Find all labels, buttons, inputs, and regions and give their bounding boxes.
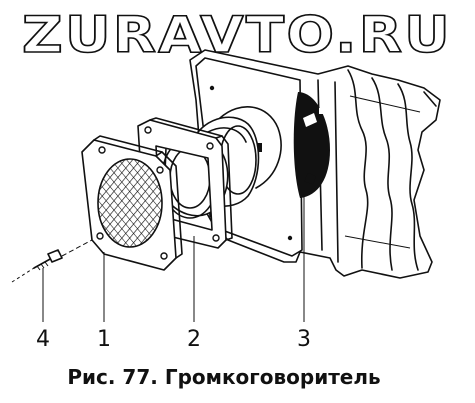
leader-lines [42, 186, 305, 322]
door-panel [189, 49, 441, 279]
callout-label-panel: 3 [297, 327, 311, 352]
mounting-screw [11, 239, 93, 283]
panel-opening [293, 92, 330, 198]
figure-caption: Рис. 77. Громкоговоритель [67, 365, 380, 389]
watermark-text: ZURAVTO.RU [22, 6, 452, 64]
callout-label-screw: 4 [36, 327, 50, 352]
callout-label-grille: 1 [97, 327, 111, 352]
callout-label-speaker: 2 [187, 327, 201, 352]
speaker-grille [81, 135, 183, 271]
